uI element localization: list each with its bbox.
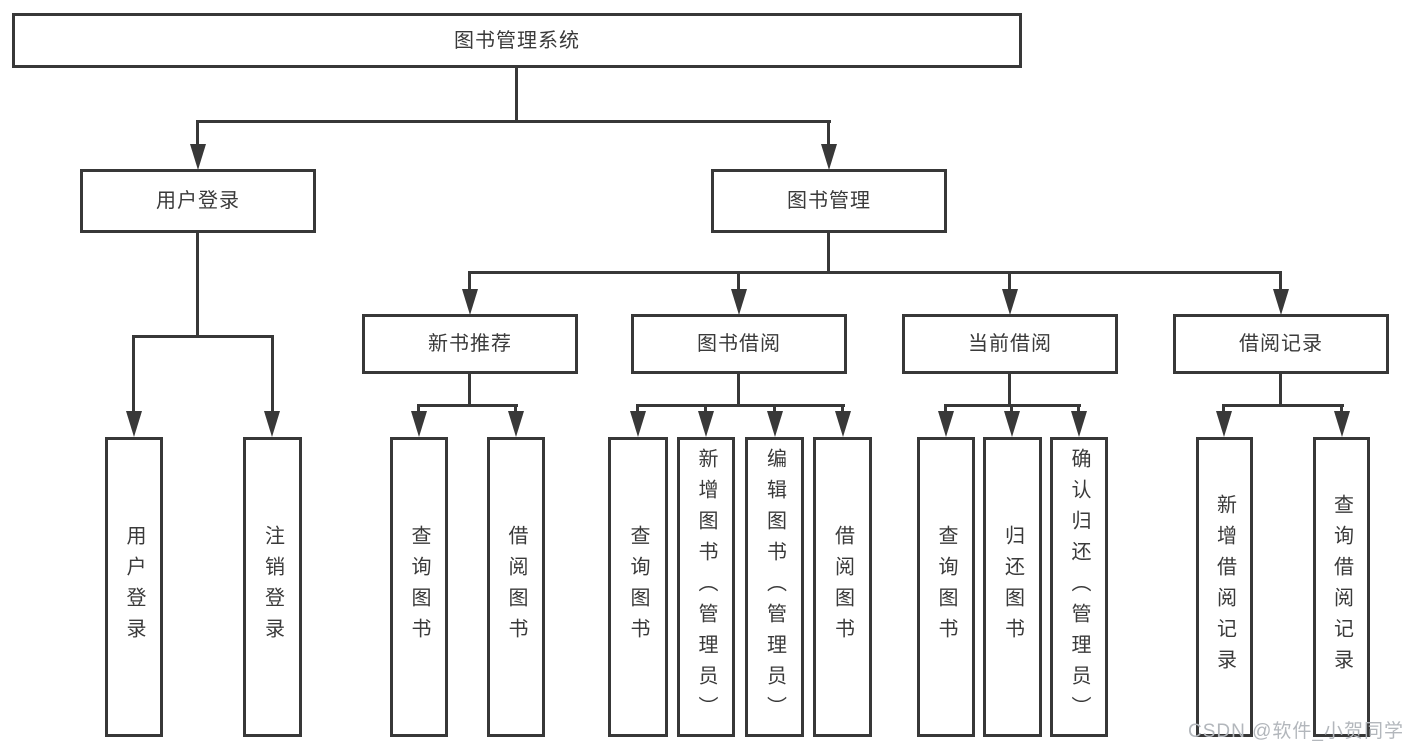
leaf-logout-label: 注销登录 [261, 525, 284, 649]
connector-leaf-stem [704, 404, 707, 416]
csdn-watermark: CSDN @软件_小贺同学 [1188, 721, 1404, 742]
leaf-borrow-edit-books-admin-label: 编辑图书（管理员） [763, 447, 786, 727]
leaf-borrow-add-books-admin: 新增图书（管理员） [677, 437, 735, 737]
arrow-down-icon [1071, 411, 1087, 437]
leaf-records-query-record: 查询借阅记录 [1313, 437, 1370, 737]
connector-to-borrow-records [1279, 271, 1282, 296]
arrow-down-icon [126, 411, 142, 437]
leaf-user-login: 用户登录 [105, 437, 163, 737]
connector-to-leaf-user-login [132, 335, 135, 415]
node-book-borrow-label: 图书借阅 [697, 333, 781, 355]
arrow-down-icon [264, 411, 280, 437]
connector-leaf-stem [514, 404, 517, 416]
connector-borrow-stem [737, 374, 740, 407]
connector-to-user-login [196, 120, 199, 150]
connector-to-book-borrow [737, 271, 740, 296]
arrow-down-icon [1004, 411, 1020, 437]
leaf-borrow-borrow-books-label: 借阅图书 [831, 525, 854, 649]
node-current-borrow-label: 当前借阅 [968, 333, 1052, 355]
connector-root-stem [515, 68, 518, 123]
connector-recommend-stem [468, 374, 471, 407]
connector-leaf-stem [944, 404, 947, 416]
connector-recommend-split [417, 404, 518, 407]
connector-records-stem [1279, 374, 1282, 407]
arrow-down-icon [630, 411, 646, 437]
node-book-borrow: 图书借阅 [631, 314, 847, 374]
leaf-recommend-borrow-books: 借阅图书 [487, 437, 545, 737]
arrow-down-icon [835, 411, 851, 437]
connector-leaf-stem [841, 404, 844, 416]
node-book-management-label: 图书管理 [787, 190, 871, 212]
leaf-borrow-add-books-admin-label: 新增图书（管理员） [695, 447, 717, 727]
leaf-recommend-query-books-label: 查询图书 [408, 525, 430, 649]
arrow-down-icon [462, 289, 478, 315]
leaf-current-query-books: 查询图书 [917, 437, 975, 737]
connector-user-login-split [132, 335, 274, 338]
arrow-down-icon [1002, 289, 1018, 315]
connector-book-management-split [468, 271, 1282, 274]
connector-to-current-borrow [1008, 271, 1011, 296]
leaf-borrow-query-books-label: 查询图书 [627, 525, 649, 649]
leaf-recommend-borrow-books-label: 借阅图书 [505, 525, 527, 649]
connector-root-split [196, 120, 831, 123]
connector-leaf-stem [1222, 404, 1225, 416]
arrow-down-icon [508, 411, 524, 437]
arrow-down-icon [190, 144, 206, 170]
leaf-borrow-query-books: 查询图书 [608, 437, 668, 737]
connector-to-new-book-recommend [468, 271, 471, 296]
arrow-down-icon [1334, 411, 1350, 437]
arrow-down-icon [821, 144, 837, 170]
connector-book-management-stem [827, 233, 830, 274]
connector-leaf-stem [417, 404, 420, 416]
leaf-records-query-record-label: 查询借阅记录 [1330, 494, 1353, 680]
leaf-borrow-edit-books-admin: 编辑图书（管理员） [745, 437, 804, 737]
connector-leaf-stem [773, 404, 776, 416]
arrow-down-icon [767, 411, 783, 437]
node-library-system-label: 图书管理系统 [454, 29, 580, 52]
leaf-records-add-record-label: 新增借阅记录 [1213, 494, 1236, 680]
node-new-book-recommend-label: 新书推荐 [428, 333, 512, 355]
connector-current-stem [1008, 374, 1011, 407]
arrow-down-icon [1216, 411, 1232, 437]
arrow-down-icon [731, 289, 747, 315]
connector-leaf-stem [1340, 404, 1343, 416]
arrow-down-icon [411, 411, 427, 437]
node-new-book-recommend: 新书推荐 [362, 314, 578, 374]
node-book-management: 图书管理 [711, 169, 947, 233]
leaf-logout: 注销登录 [243, 437, 302, 737]
connector-leaf-stem [636, 404, 639, 416]
leaf-user-login-label: 用户登录 [123, 525, 145, 649]
arrow-down-icon [698, 411, 714, 437]
leaf-current-confirm-return-admin-label: 确认归还（管理员） [1068, 447, 1090, 727]
connector-borrow-split [636, 404, 845, 407]
connector-leaf-stem [1010, 404, 1013, 416]
leaf-borrow-borrow-books: 借阅图书 [813, 437, 872, 737]
leaf-current-query-books-label: 查询图书 [935, 525, 957, 649]
node-library-system: 图书管理系统 [12, 13, 1022, 68]
connector-leaf-stem [1077, 404, 1080, 416]
leaf-records-add-record: 新增借阅记录 [1196, 437, 1253, 737]
leaf-current-return-books: 归还图书 [983, 437, 1042, 737]
node-user-login-label: 用户登录 [156, 190, 240, 212]
leaf-current-return-books-label: 归还图书 [1001, 525, 1024, 649]
leaf-current-confirm-return-admin: 确认归还（管理员） [1050, 437, 1108, 737]
connector-user-login-stem [196, 233, 199, 337]
node-current-borrow: 当前借阅 [902, 314, 1118, 374]
connector-to-book-management [827, 120, 830, 150]
arrow-down-icon [1273, 289, 1289, 315]
node-borrow-records: 借阅记录 [1173, 314, 1389, 374]
arrow-down-icon [938, 411, 954, 437]
leaf-recommend-query-books: 查询图书 [390, 437, 448, 737]
node-user-login: 用户登录 [80, 169, 316, 233]
connector-to-leaf-logout [271, 335, 274, 415]
connector-records-split [1222, 404, 1344, 407]
node-borrow-records-label: 借阅记录 [1239, 333, 1323, 355]
